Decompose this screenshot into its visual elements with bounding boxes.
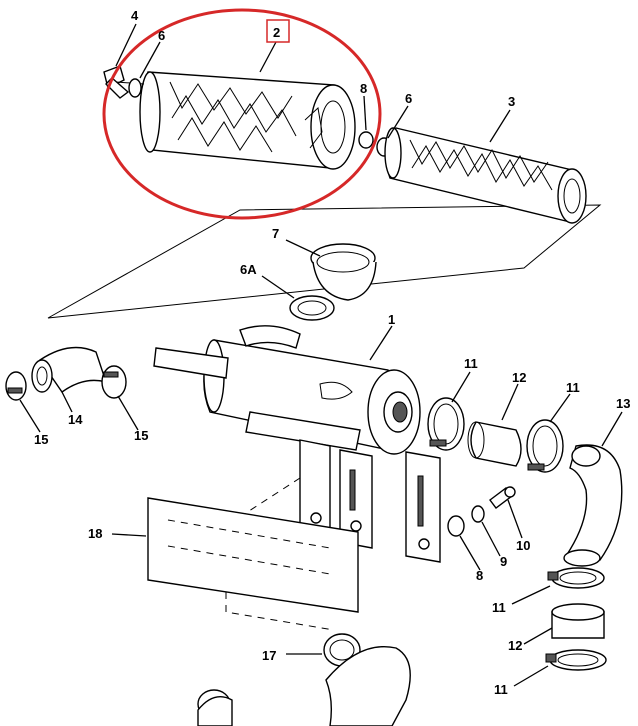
nut-upper <box>358 131 374 149</box>
callout-18: 18 <box>88 526 102 541</box>
callout-11-a: 11 <box>464 356 478 371</box>
gasket-6a <box>289 295 335 321</box>
callout-11-b: 11 <box>566 380 580 395</box>
inner-filter-element <box>139 71 356 170</box>
right-hose <box>563 444 623 567</box>
callout-4: 4 <box>131 8 139 23</box>
callout-17: 17 <box>262 648 276 663</box>
assembly-line-2 <box>225 540 335 631</box>
air-cleaner-housing <box>153 325 421 455</box>
callout-7: 7 <box>272 226 279 241</box>
filter-cap <box>310 243 377 301</box>
sleeve-upper <box>467 421 522 467</box>
outer-filter-element <box>384 127 587 224</box>
callout-11-d: 11 <box>494 682 508 697</box>
callout-15-b: 15 <box>134 428 148 443</box>
callout-14: 14 <box>68 412 83 427</box>
callout-12-a: 12 <box>512 370 526 385</box>
callout-2: 2 <box>273 25 280 40</box>
callout-11-c: 11 <box>492 600 506 615</box>
callout-labels: 4 2 6 8 6 3 7 6A 1 11 12 11 13 14 15 15 … <box>34 8 630 697</box>
left-clamps <box>5 365 127 401</box>
callout-15-a: 15 <box>34 432 48 447</box>
callout-6A: 6A <box>240 262 257 277</box>
leader-lines <box>19 23 623 687</box>
bottom-hose <box>197 633 411 726</box>
callout-10: 10 <box>516 538 530 553</box>
callout-13: 13 <box>616 396 630 411</box>
highlight-callout-box <box>266 19 290 43</box>
callout-8-top: 8 <box>360 81 367 96</box>
right-clamps-upper <box>427 397 564 473</box>
callout-9: 9 <box>500 554 507 569</box>
right-clamps-lower <box>545 567 607 671</box>
callout-8-bottom: 8 <box>476 568 483 583</box>
callout-1: 1 <box>388 312 395 327</box>
callout-6-left: 6 <box>158 28 165 43</box>
callout-12-b: 12 <box>508 638 522 653</box>
highlight-ellipse <box>102 8 382 220</box>
washer-upper-left <box>128 78 142 98</box>
callout-3: 3 <box>508 94 515 109</box>
mounting-brackets <box>299 439 441 563</box>
left-hose <box>31 346 108 393</box>
mounting-plate <box>147 497 359 613</box>
callout-6-right: 6 <box>405 91 412 106</box>
bolt-assembly <box>447 486 516 537</box>
